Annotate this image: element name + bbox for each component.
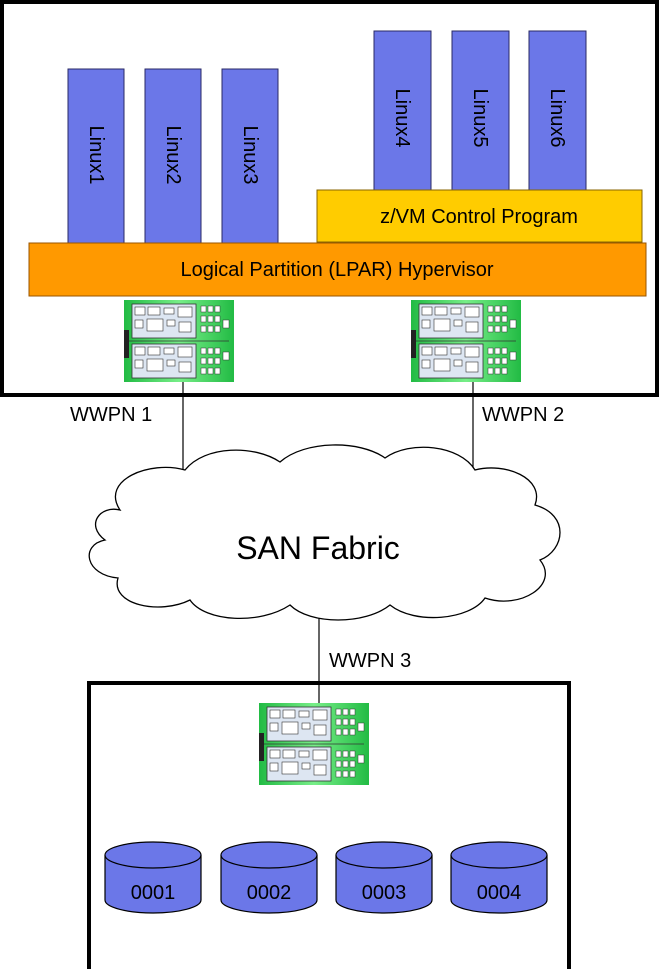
zvm-control-program-label: z/VM Control Program [380, 206, 578, 228]
fcp-adapter-2 [410, 299, 522, 383]
disk-0004: 0004 [450, 841, 548, 914]
storage-system-box [87, 681, 571, 969]
disk-0001: 0001 [104, 841, 202, 914]
disk-label: 0004 [477, 882, 522, 904]
zvm-guest-linux4: Linux4 [373, 30, 432, 192]
wwpn3-label: WWPN 3 [329, 650, 411, 672]
zvm-guest-label: Linux5 [469, 89, 491, 148]
lpar-guest-label: Linux2 [162, 126, 184, 185]
zvm-guest-linux5: Linux5 [451, 30, 510, 192]
lpar-guest-linux3: Linux3 [221, 68, 279, 244]
lpar-hypervisor-label: Logical Partition (LPAR) Hypervisor [180, 259, 493, 281]
lpar-guest-label: Linux3 [239, 126, 261, 185]
disk-label: 0001 [131, 882, 176, 904]
disk-0003: 0003 [335, 841, 433, 914]
zvm-guest-linux6: Linux6 [528, 30, 587, 192]
fcp-adapter-1 [123, 299, 235, 383]
zvm-guest-label: Linux4 [391, 89, 413, 148]
lpar-guest-linux1: Linux1 [67, 68, 125, 244]
lpar-guest-linux2: Linux2 [144, 68, 202, 244]
zvm-guest-label: Linux6 [546, 89, 568, 148]
fcp-adapter-3 [258, 702, 370, 786]
lpar-guest-label: Linux1 [85, 126, 107, 185]
disk-label: 0002 [247, 882, 292, 904]
san-fabric-cloud [88, 444, 561, 621]
zvm-control-program-bar [316, 189, 643, 243]
disk-0002: 0002 [220, 841, 318, 914]
wwpn2-label: WWPN 2 [482, 404, 564, 426]
san-fabric-label: SAN Fabric [236, 530, 400, 566]
disk-label: 0003 [362, 882, 407, 904]
lpar-hypervisor-bar [28, 242, 647, 297]
wwpn1-label: WWPN 1 [70, 404, 152, 426]
